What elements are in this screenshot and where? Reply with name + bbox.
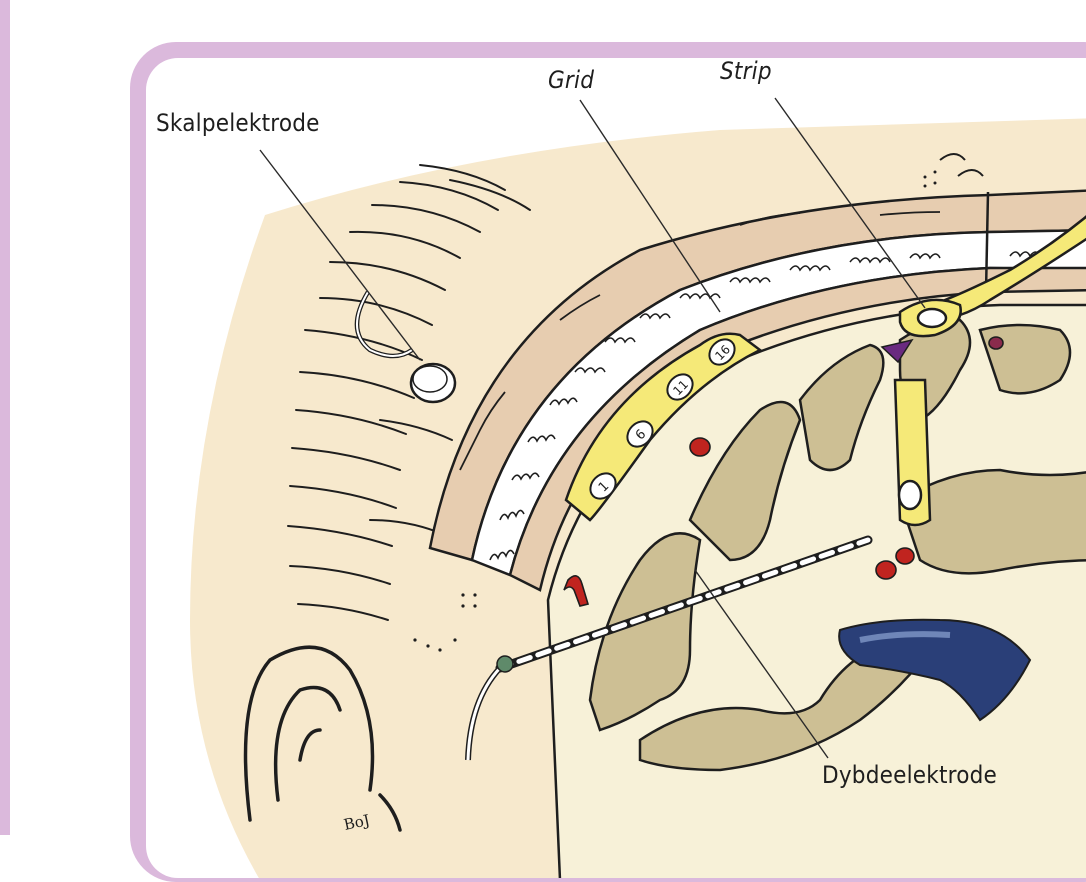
label-grid: Grid: [548, 66, 594, 94]
label-dybdeelektrode: Dybdeelektrode: [822, 761, 997, 789]
brain-electrode-illustration: 1 6 11 16: [146, 58, 1086, 878]
label-skalpelektrode: Skalpelektrode: [156, 109, 320, 137]
label-strip: Strip: [720, 57, 772, 85]
left-accent-bar: [0, 0, 10, 835]
figure-panel: 1 6 11 16: [146, 58, 1086, 878]
